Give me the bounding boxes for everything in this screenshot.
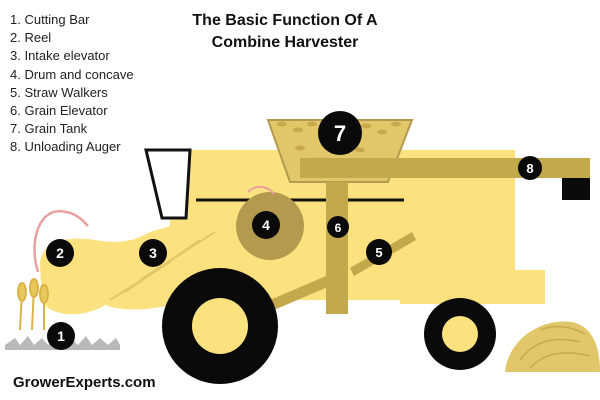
straw-pile [505, 321, 600, 372]
diagram-title: The Basic Function Of A Combine Harveste… [180, 10, 390, 54]
marker-8-label: 8 [526, 161, 533, 176]
rear-hub [442, 316, 478, 352]
marker-7: 7 [318, 111, 362, 155]
brand-watermark: GrowerExperts.com [13, 374, 156, 391]
legend-item-straw-walkers: 5. Straw Walkers [10, 84, 108, 100]
diagram-title-line-1: The Basic Function Of A [192, 12, 378, 29]
legend-item-grain-tank: 7. Grain Tank [10, 121, 88, 137]
intake-chaff [109, 231, 216, 301]
unloading-auger [300, 158, 590, 178]
reel-arc [33, 209, 89, 273]
straw-pile-texture [519, 325, 591, 369]
marker-2: 2 [46, 239, 74, 267]
legend-item-intake-elevator: 3. Intake elevator [10, 48, 110, 64]
marker-1-label: 1 [57, 328, 65, 344]
concave-arc [247, 186, 275, 195]
diagram-title-line-2: Combine Harvester [211, 34, 359, 51]
marker-7-label: 7 [334, 121, 346, 146]
legend-item-cutting-bar: 1. Cutting Bar [10, 12, 90, 27]
front-hub [192, 298, 248, 354]
legend-item-reel: 2. Reel [10, 30, 52, 46]
marker-6-label: 6 [335, 221, 342, 235]
legend-item-drum-and-concave: 4. Drum and concave [10, 66, 134, 82]
marker-2-label: 2 [56, 245, 64, 261]
parts-legend: 1. Cutting Bar 2. Reel 3. Intake elevato… [10, 11, 134, 157]
straw-walker-lower [270, 270, 344, 310]
auger-spout [562, 178, 590, 200]
marker-5: 5 [366, 239, 392, 265]
marker-3-label: 3 [149, 245, 157, 261]
marker-5-label: 5 [375, 245, 382, 260]
grain-elevator [326, 182, 348, 314]
marker-1: 1 [47, 322, 75, 350]
combine-rear-lower [400, 270, 545, 304]
wheat-stalks-front [17, 278, 49, 331]
marker-6: 6 [327, 216, 349, 238]
marker-3: 3 [139, 239, 167, 267]
marker-4-label: 4 [262, 217, 270, 233]
marker-4: 4 [252, 211, 280, 239]
cab-window [144, 148, 192, 220]
legend-item-grain-elevator: 6. Grain Elevator [10, 103, 108, 119]
marker-8: 8 [518, 156, 542, 180]
legend-item-unloading-auger: 8. Unloading Auger [10, 139, 121, 155]
stubble [5, 336, 120, 350]
